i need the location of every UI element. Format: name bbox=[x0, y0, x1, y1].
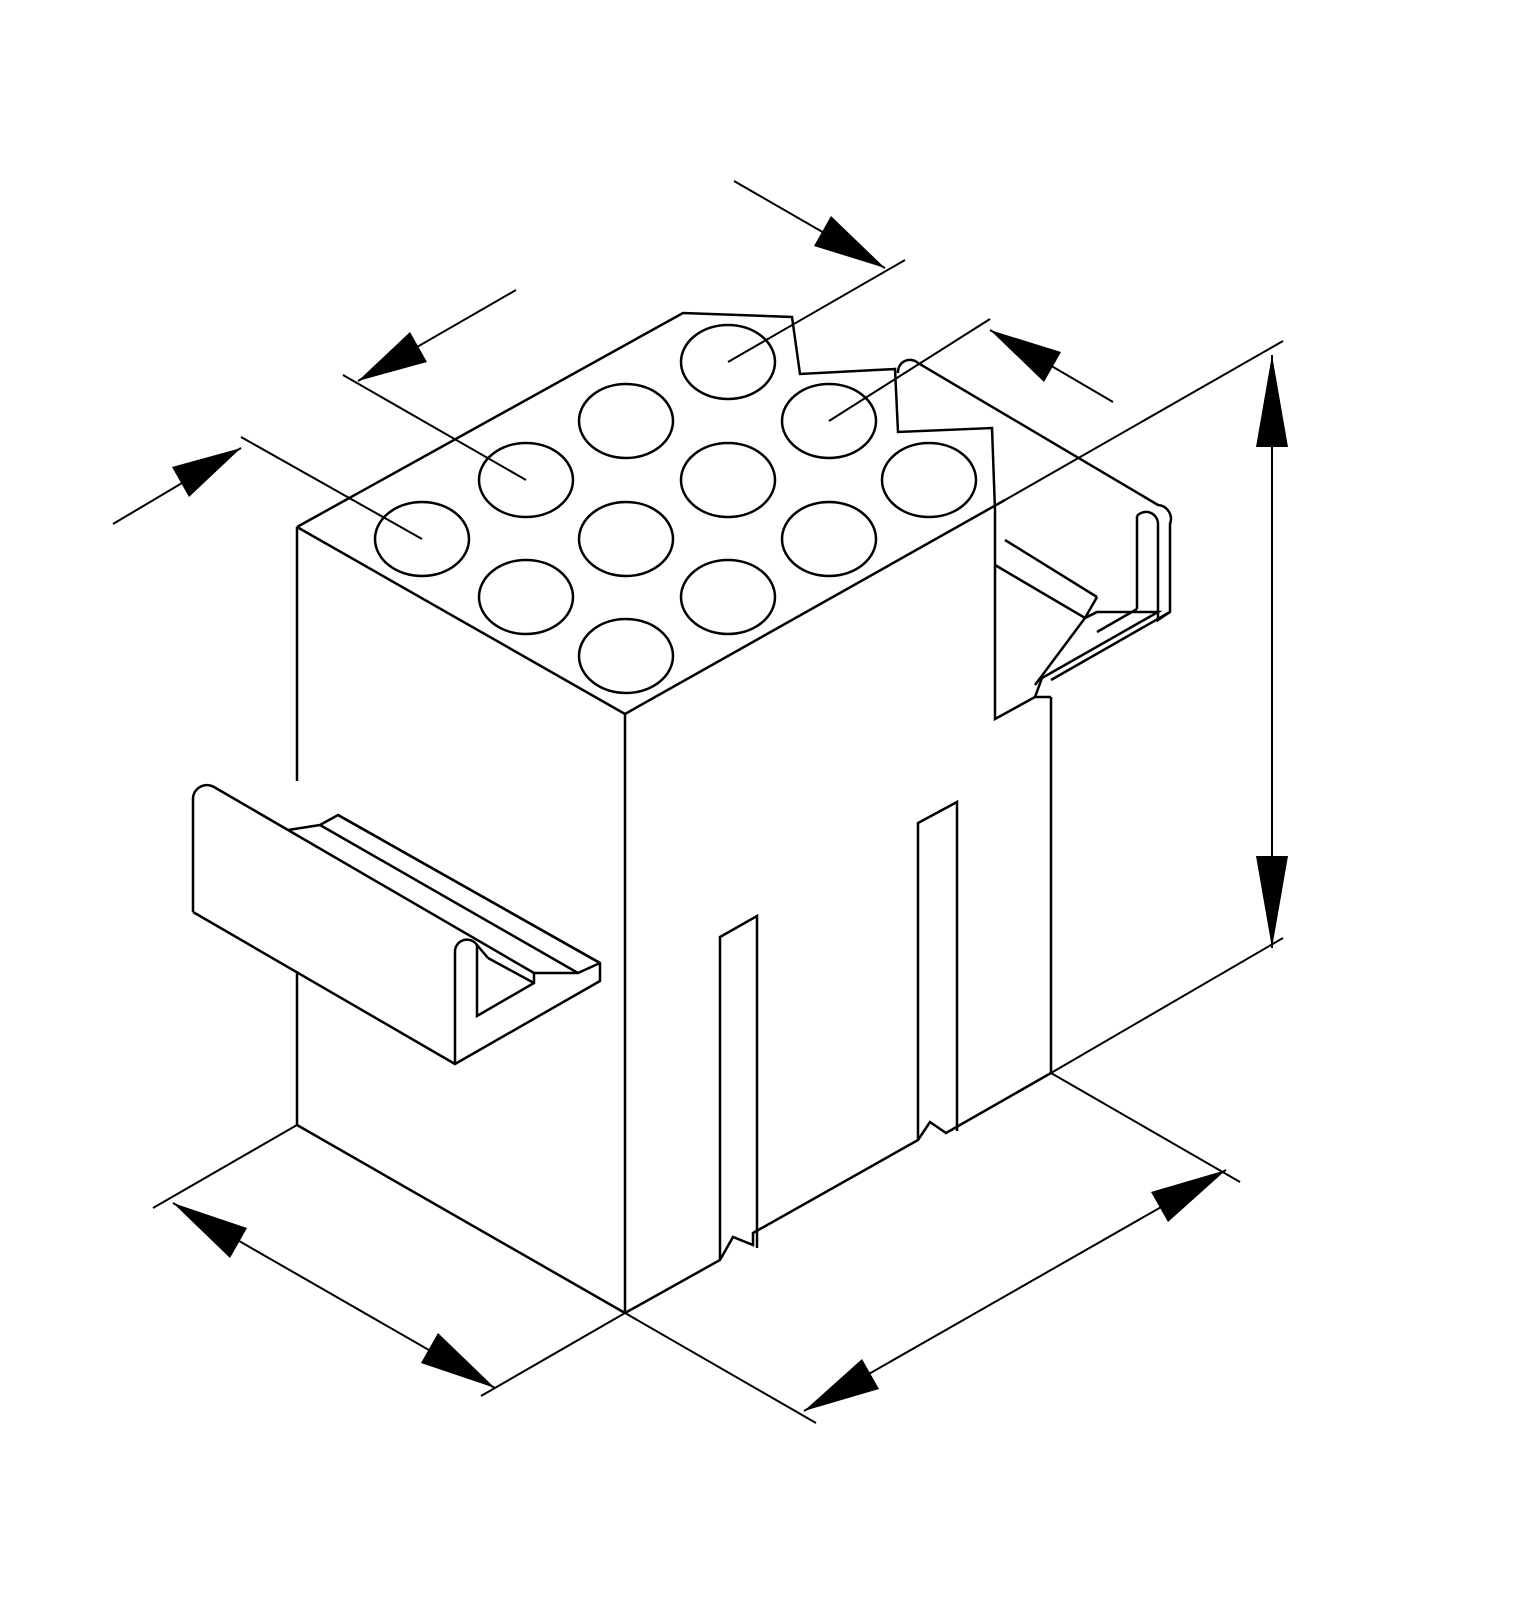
width-label: W bbox=[208, 1343, 318, 1473]
front-right-face-bottom bbox=[624, 697, 1053, 1315]
pitch-dimension-right bbox=[727, 180, 1114, 422]
right-latch-tab bbox=[896, 358, 1173, 623]
contact-hole bbox=[577, 382, 675, 460]
contact-holes bbox=[373, 323, 978, 695]
contact-hole bbox=[679, 558, 777, 636]
slot-1 bbox=[718, 913, 759, 1260]
contact-hole bbox=[780, 382, 878, 460]
contact-hole bbox=[880, 441, 978, 519]
pitch-dimension-left bbox=[112, 289, 527, 540]
contact-hole bbox=[477, 441, 575, 519]
contact-hole bbox=[679, 441, 777, 519]
pitch-label-left: P bbox=[232, 250, 309, 380]
contact-hole bbox=[577, 500, 675, 578]
contact-hole bbox=[577, 617, 675, 695]
right-latch-recess bbox=[993, 510, 1051, 722]
height-label: H bbox=[1335, 595, 1419, 725]
pitch-label-right: P bbox=[970, 153, 1047, 283]
dimension-labels: P P H W L bbox=[208, 153, 1419, 1473]
length-dimension bbox=[624, 1072, 1241, 1424]
connector-housing bbox=[191, 311, 1173, 1315]
contact-hole bbox=[477, 558, 575, 636]
contact-hole bbox=[780, 500, 878, 578]
length-label: L bbox=[1070, 1320, 1135, 1450]
slot-2 bbox=[916, 799, 959, 1140]
width-dimension bbox=[152, 1124, 626, 1397]
height-dimension bbox=[1004, 340, 1288, 1074]
top-face-outline bbox=[296, 311, 997, 529]
left-latch-tab bbox=[191, 783, 289, 912]
contact-hole bbox=[679, 323, 777, 401]
contact-hole bbox=[373, 500, 471, 578]
